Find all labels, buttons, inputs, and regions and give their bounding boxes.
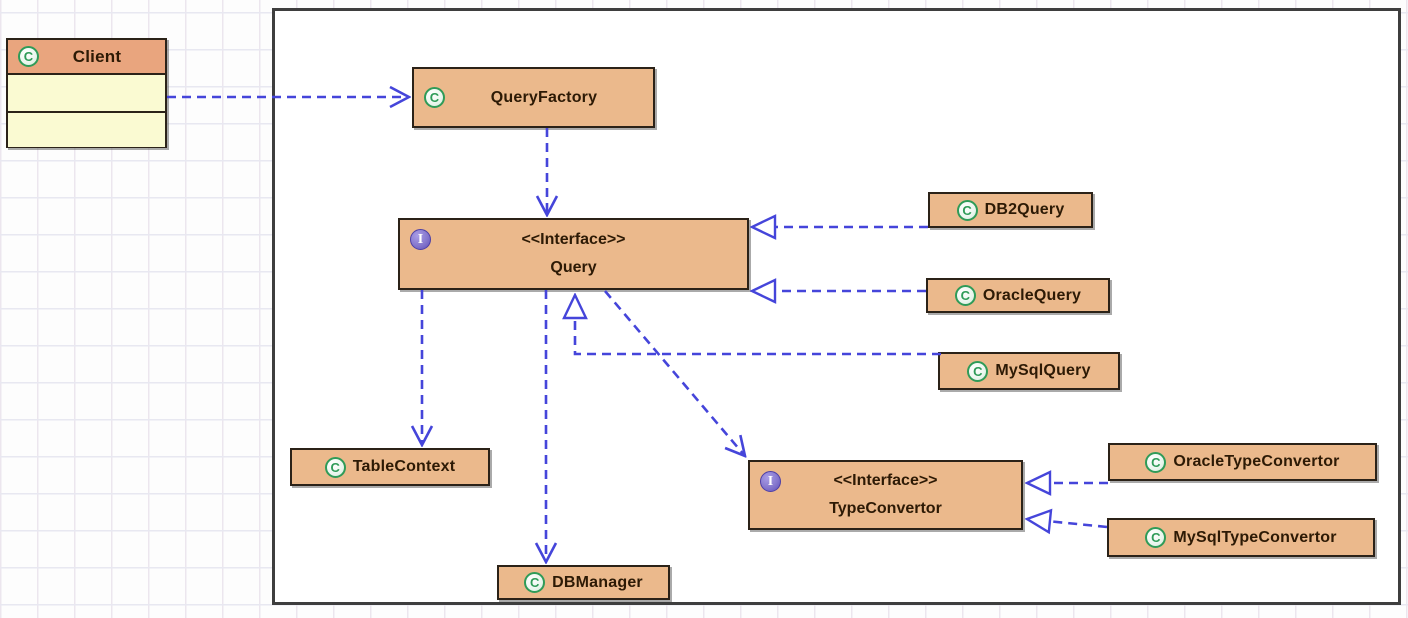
class-name: DB2Query	[984, 201, 1065, 218]
class-name: TableContext	[352, 458, 456, 475]
class-client[interactable]: C Client	[6, 38, 167, 148]
class-dbmanager[interactable]: C DBManager	[497, 565, 670, 600]
class-queryfactory[interactable]: C QueryFactory	[412, 67, 655, 128]
class-name: OracleTypeConvertor	[1173, 453, 1340, 470]
class-icon: C	[956, 199, 978, 221]
class-icon: C	[954, 285, 976, 306]
class-icon: C	[424, 87, 445, 108]
interface-name: TypeConvertor	[829, 500, 942, 517]
class-name: QueryFactory	[490, 88, 598, 106]
class-client-header: C Client	[8, 40, 165, 75]
class-icon: C	[1145, 451, 1167, 473]
class-db2query[interactable]: C DB2Query	[928, 192, 1093, 228]
class-icon: C	[324, 456, 346, 478]
class-oraclequery[interactable]: C OracleQuery	[926, 278, 1110, 313]
interface-icon: I	[410, 229, 431, 250]
interface-query[interactable]: I <<Interface>> Query	[398, 218, 749, 290]
class-mysqltypeconvertor[interactable]: C MySqlTypeConvertor	[1107, 518, 1375, 557]
client-operations-compartment	[8, 111, 165, 147]
class-icon: C	[967, 360, 989, 382]
class-name: DBManager	[552, 573, 643, 591]
class-oracletypeconvertor[interactable]: C OracleTypeConvertor	[1108, 443, 1377, 481]
interface-stereotype: <<Interface>>	[521, 230, 626, 248]
client-attributes-compartment	[8, 75, 165, 111]
class-name: Client	[72, 46, 122, 66]
class-name: MySqlTypeConvertor	[1173, 528, 1337, 546]
class-name: OracleQuery	[982, 286, 1082, 304]
interface-stereotype: <<Interface>>	[833, 472, 938, 489]
class-tablecontext[interactable]: C TableContext	[290, 448, 490, 486]
class-icon: C	[524, 572, 546, 593]
interface-icon: I	[760, 471, 781, 492]
class-icon: C	[1145, 527, 1167, 548]
class-name: MySqlQuery	[995, 362, 1091, 379]
class-mysqlquery[interactable]: C MySqlQuery	[938, 352, 1120, 390]
interface-typeconvertor[interactable]: I <<Interface>> TypeConvertor	[748, 460, 1023, 530]
interface-name: Query	[550, 259, 597, 277]
class-icon: C	[18, 46, 39, 67]
